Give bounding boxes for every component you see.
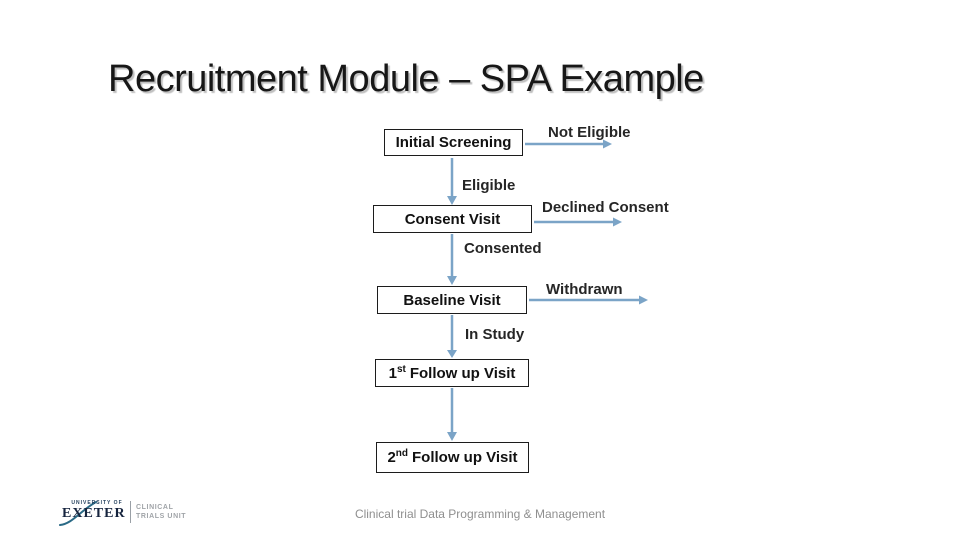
- flow-label-not-eligible: Not Eligible: [548, 124, 631, 141]
- logo-divider: [130, 501, 131, 523]
- footer-text: Clinical trial Data Programming & Manage…: [354, 507, 606, 521]
- exeter-swoosh-icon: [59, 501, 97, 526]
- arrow-baseline-to-followup1: [447, 315, 457, 358]
- logo-unit-text: CLINICAL TRIALS UNIT: [136, 504, 187, 520]
- logo-university-of-text: UNIVERSITY OF: [71, 500, 123, 506]
- slide-title: Recruitment Module – SPA Example: [108, 58, 704, 100]
- flow-box-baseline-visit: Baseline Visit: [377, 286, 527, 314]
- arrow-followup1-to-followup2: [447, 388, 457, 441]
- logo-exeter-text: EXETER: [62, 506, 126, 521]
- flow-label-in-study: In Study: [465, 326, 525, 343]
- arrow-declined-consent: [534, 217, 622, 227]
- flow-label-withdrawn: Withdrawn: [546, 281, 623, 298]
- flow-box-label: Initial Screening: [395, 134, 512, 151]
- arrow-initial-to-consent: [447, 158, 457, 205]
- flow-label-eligible: Eligible: [462, 177, 516, 194]
- ordinal-superscript: nd: [395, 448, 408, 459]
- arrow-consent-to-baseline: [447, 234, 457, 285]
- flow-box-consent-visit: Consent Visit: [373, 205, 532, 233]
- exeter-logo-mark: UNIVERSITY OF EXETER: [59, 497, 126, 527]
- flow-box-label: Consent Visit: [404, 210, 501, 228]
- flow-box-label: Baseline Visit: [403, 291, 501, 309]
- flow-label-declined-consent: Declined Consent: [542, 199, 669, 216]
- ordinal-superscript: st: [396, 363, 406, 375]
- flow-label-consented: Consented: [464, 240, 542, 257]
- exeter-clinical-trials-logo: UNIVERSITY OF EXETER CLINICAL TRIALS UNI…: [59, 496, 187, 528]
- flow-box-initial-screening: Initial Screening: [384, 129, 523, 156]
